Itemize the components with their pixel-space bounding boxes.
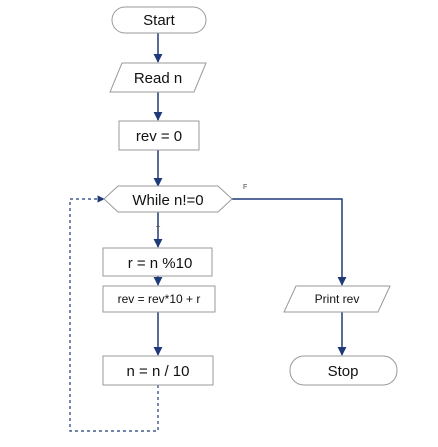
start-label: Start (143, 12, 176, 29)
print-node[interactable]: Print rev (283, 285, 391, 313)
read-label: Read n (134, 70, 182, 87)
loop-node[interactable]: While n!=0 (103, 185, 233, 213)
connectors (153, 33, 347, 356)
branch-false-label: F (243, 184, 247, 191)
loop-label: While n!=0 (132, 192, 203, 209)
stop-label: Stop (328, 363, 359, 380)
edge-loop-print (232, 198, 347, 286)
update-label: rev = rev*10 + r (118, 292, 201, 306)
edge-loop-back (69, 195, 159, 432)
read-node[interactable]: Read n (109, 62, 207, 93)
mod-node[interactable]: r = n %10 (102, 247, 213, 277)
stop-node[interactable]: Stop (289, 355, 398, 386)
update-node[interactable]: rev = rev*10 + r (102, 285, 216, 313)
print-label: Print rev (315, 292, 360, 306)
init-node[interactable]: rev = 0 (118, 120, 200, 151)
divide-label: n = n / 10 (127, 363, 190, 380)
start-node[interactable]: Start (111, 6, 207, 34)
init-label: rev = 0 (136, 128, 182, 145)
divide-node[interactable]: n = n / 10 (102, 355, 214, 386)
branch-true-label: T (156, 226, 161, 233)
mod-label: r = n %10 (128, 255, 193, 272)
